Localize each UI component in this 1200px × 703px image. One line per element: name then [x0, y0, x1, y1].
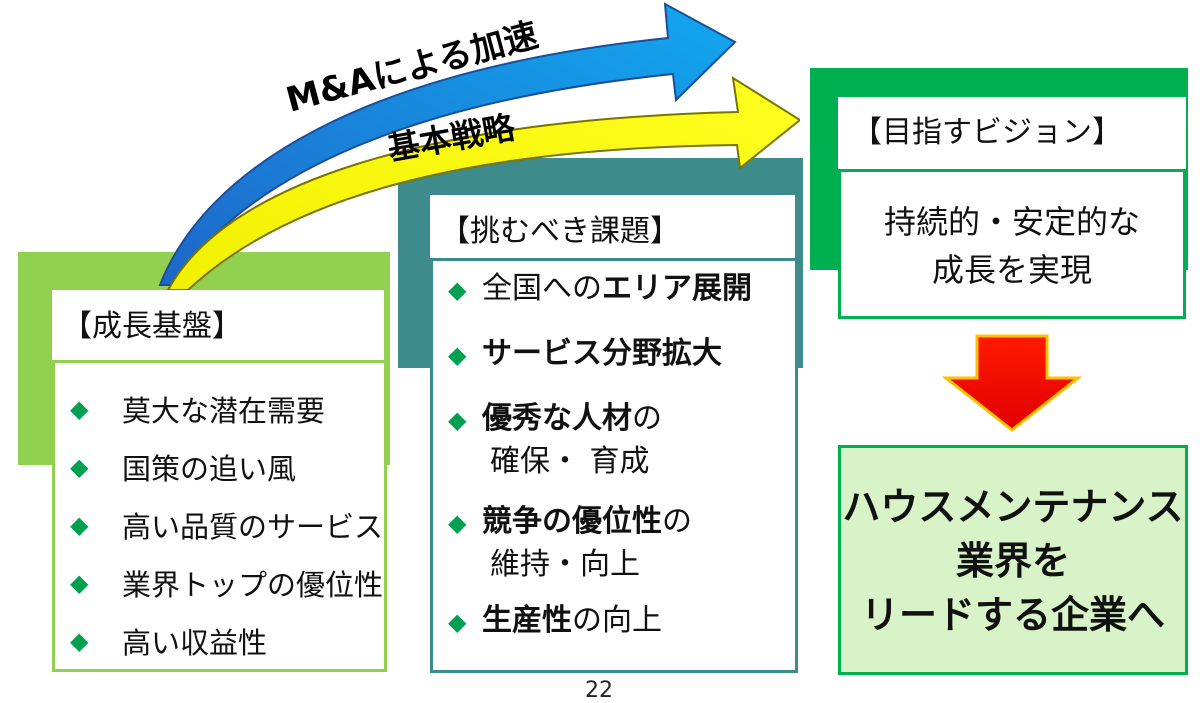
vision-text: 持続的・安定的な 成長を実現: [883, 203, 1140, 289]
list-item: ◆高い品質のサービス: [70, 510, 384, 544]
list-item: ◆国策の追い風: [70, 452, 297, 486]
list-item: ◆全国へのエリア展開: [448, 268, 752, 311]
list-item: ◆高い収益性: [70, 626, 268, 660]
list-item: ◆莫大な潜在需要: [70, 394, 326, 428]
foundation-title: 【成長基盤】: [62, 309, 242, 344]
diamond-bullet-icon: ◆: [70, 453, 89, 481]
vision-box: [838, 169, 1186, 319]
goal-box: [838, 445, 1188, 675]
diamond-bullet-icon: ◆: [448, 341, 467, 369]
list-item: ◆競争の優位性の維持・向上: [448, 504, 692, 582]
diamond-bullet-icon: ◆: [448, 608, 467, 636]
diamond-bullet-icon: ◆: [448, 509, 467, 537]
goal-text: ハウスメンテナンス 業界を リードする企業へ: [842, 485, 1184, 637]
list-item: ◆サービス分野拡大: [448, 333, 752, 376]
diamond-bullet-icon: ◆: [70, 395, 89, 423]
diamond-bullet-icon: ◆: [448, 276, 467, 304]
vision-title: 【目指すビジョン】: [852, 115, 1122, 150]
list-item: ◆業界トップの優位性: [70, 568, 384, 602]
page-number: 22: [585, 678, 613, 703]
diamond-bullet-icon: ◆: [70, 511, 89, 539]
diamond-bullet-icon: ◆: [70, 569, 89, 597]
diamond-bullet-icon: ◆: [70, 627, 89, 655]
vision-title-box: [838, 97, 1186, 169]
list-item: ◆生産性の向上: [448, 600, 752, 643]
challenges-title: 【挑むべき課題】: [440, 214, 680, 249]
down-arrow-icon: [942, 334, 1082, 432]
ma-acceleration-arrow: [158, 2, 737, 286]
foundation-list: ◆莫大な潜在需要 ◆国策の追い風 ◆高い品質のサービス ◆業界トップの優位性 ◆…: [70, 380, 383, 670]
challenges-list: ◆全国へのエリア展開 ◆サービス分野拡大 ◆優秀な人材の確保・ 育成 ◆競争の優…: [448, 268, 752, 643]
list-item: ◆優秀な人材の確保・ 育成: [448, 401, 662, 479]
strategy-arrows: M&Aによる加速 基本戦略: [158, 2, 800, 291]
foundation-list-box: [52, 360, 387, 672]
basic-strategy-arrow: [166, 76, 800, 291]
challenges-list-box: [430, 258, 798, 673]
diamond-bullet-icon: ◆: [448, 406, 467, 434]
